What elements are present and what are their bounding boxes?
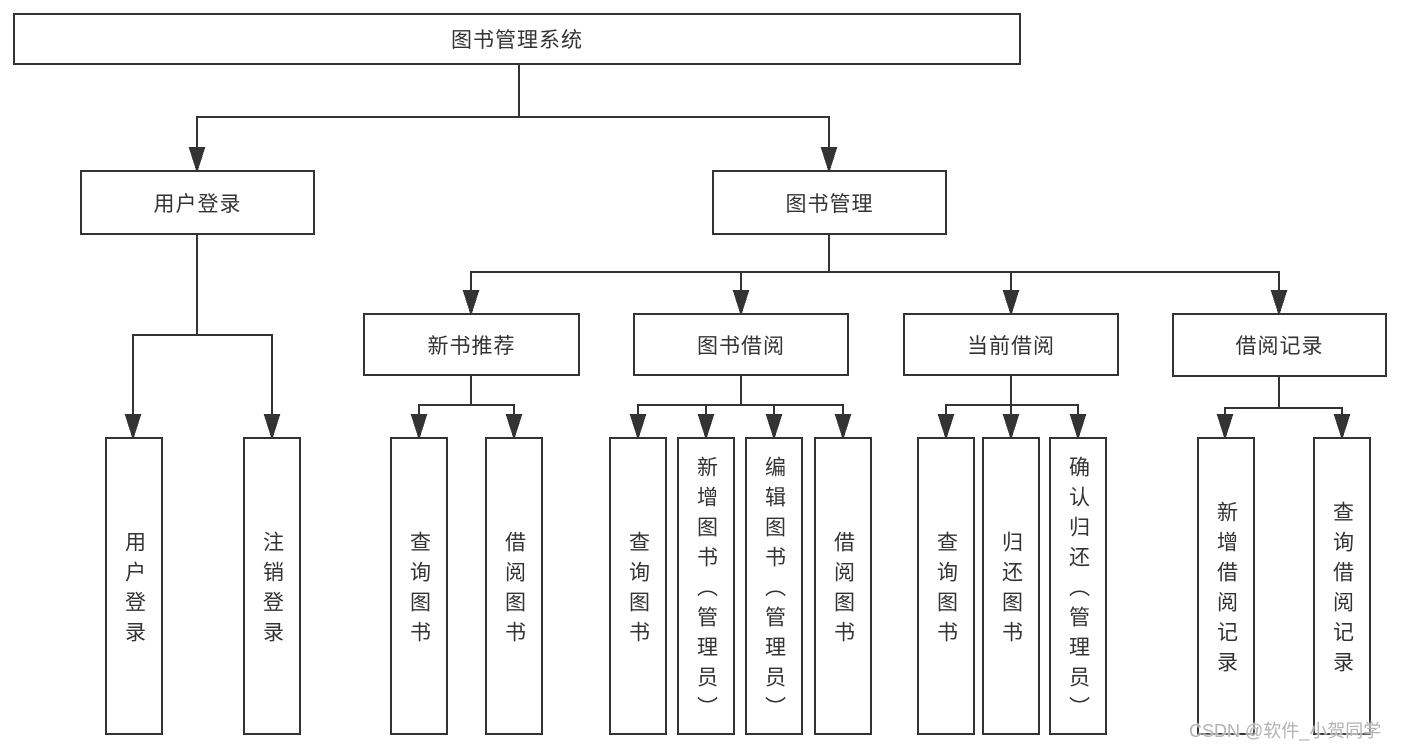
leaf-borrow-books-recommend-label: 借阅图书	[502, 530, 526, 651]
node-user-login: 用户登录	[80, 170, 315, 235]
leaf-query-books-current: 查询图书	[917, 437, 975, 735]
leaf-user-login: 用户登录	[105, 437, 163, 735]
leaf-add-borrow-record-label: 新增借阅记录	[1214, 500, 1238, 681]
node-borrow-record-label: 借阅记录	[1235, 335, 1324, 358]
leaf-add-borrow-record: 新增借阅记录	[1197, 437, 1255, 735]
leaf-borrow-books-label: 借阅图书	[831, 530, 855, 651]
leaf-query-books-recommend: 查询图书	[390, 437, 448, 735]
leaf-add-books-admin: 新增图书（管理员）	[677, 437, 735, 735]
leaf-add-books-admin-label: 新增图书（管理员）	[694, 455, 718, 726]
node-root-system: 图书管理系统	[13, 13, 1021, 65]
leaf-return-books: 归还图书	[982, 437, 1040, 735]
leaf-user-login-label: 用户登录	[122, 530, 146, 651]
node-current-borrow: 当前借阅	[903, 313, 1119, 376]
leaf-borrow-books-recommend: 借阅图书	[485, 437, 543, 735]
leaf-query-books-borrow-label: 查询图书	[626, 530, 650, 651]
leaf-query-borrow-record: 查询借阅记录	[1313, 437, 1371, 735]
leaf-logout: 注销登录	[243, 437, 301, 735]
leaf-query-books-borrow: 查询图书	[609, 437, 667, 735]
node-new-book-recommend-label: 新书推荐	[427, 334, 516, 358]
node-book-borrow-label: 图书借阅	[697, 334, 785, 358]
leaf-edit-books-admin: 编辑图书（管理员）	[745, 437, 803, 735]
node-borrow-record: 借阅记录	[1172, 313, 1387, 377]
leaf-query-books-current-label: 查询图书	[934, 530, 958, 651]
csdn-watermark: CSDN @软件_小贺同学	[1189, 721, 1382, 741]
leaf-edit-books-admin-label: 编辑图书（管理员）	[762, 455, 786, 726]
leaf-confirm-return-admin-label: 确认归还（管理员）	[1066, 455, 1090, 726]
node-book-management-label: 图书管理	[785, 192, 874, 216]
leaf-query-borrow-record-label: 查询借阅记录	[1330, 500, 1354, 681]
node-book-management: 图书管理	[712, 170, 947, 235]
leaf-confirm-return-admin: 确认归还（管理员）	[1049, 437, 1107, 735]
leaf-logout-label: 注销登录	[260, 530, 284, 651]
node-book-borrow: 图书借阅	[633, 313, 849, 376]
leaf-query-books-recommend-label: 查询图书	[407, 530, 431, 651]
node-new-book-recommend: 新书推荐	[363, 313, 580, 376]
node-current-borrow-label: 当前借阅	[967, 334, 1055, 358]
node-user-login-label: 用户登录	[153, 192, 242, 216]
leaf-borrow-books: 借阅图书	[814, 437, 872, 735]
leaf-return-books-label: 归还图书	[999, 530, 1023, 651]
node-root-label: 图书管理系统	[451, 29, 583, 52]
